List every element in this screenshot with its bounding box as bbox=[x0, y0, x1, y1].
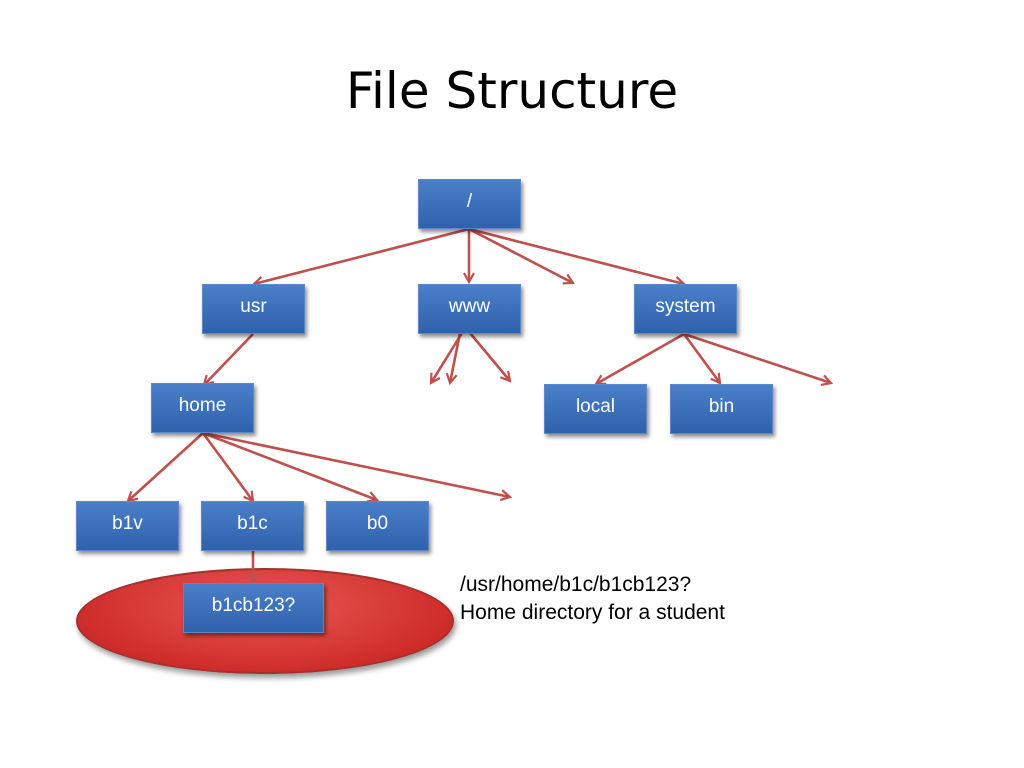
arrow-root-system bbox=[468, 227, 684, 284]
node-b1cb123: b1cb123? bbox=[183, 583, 324, 633]
node-www: www bbox=[418, 284, 521, 334]
path-note-description: Home directory for a student bbox=[460, 601, 725, 624]
arrow-home-b1v bbox=[128, 432, 204, 501]
path-note: /usr/home/b1c/b1cb123? Home directory fo… bbox=[460, 571, 725, 627]
node-home: home bbox=[151, 383, 254, 433]
arrow-www-child-b bbox=[450, 332, 462, 383]
path-note-path: /usr/home/b1c/b1cb123? bbox=[460, 573, 692, 596]
arrow-system-local bbox=[596, 332, 685, 386]
arrow-www-child-a bbox=[431, 332, 464, 383]
arrow-root-usr bbox=[254, 227, 470, 284]
arrow-system-bin bbox=[682, 333, 720, 383]
node-bin: bin bbox=[670, 384, 773, 434]
arrow-home-more bbox=[202, 431, 510, 497]
arrow-home-b0 bbox=[202, 431, 377, 500]
arrow-root-more bbox=[468, 227, 573, 283]
node-local: local bbox=[544, 384, 647, 434]
node-system: system bbox=[634, 284, 737, 334]
node-b1c: b1c bbox=[201, 501, 304, 551]
node-root: / bbox=[418, 179, 521, 229]
node-b1v: b1v bbox=[76, 501, 179, 551]
arrow-www-child-c bbox=[469, 332, 510, 381]
slide-title: File Structure bbox=[345, 62, 679, 120]
node-usr: usr bbox=[202, 284, 305, 334]
arrow-home-b1c bbox=[201, 432, 253, 501]
arrow-system-more bbox=[683, 332, 831, 383]
arrow-usr-home bbox=[204, 333, 254, 385]
node-b0: b0 bbox=[326, 501, 429, 551]
